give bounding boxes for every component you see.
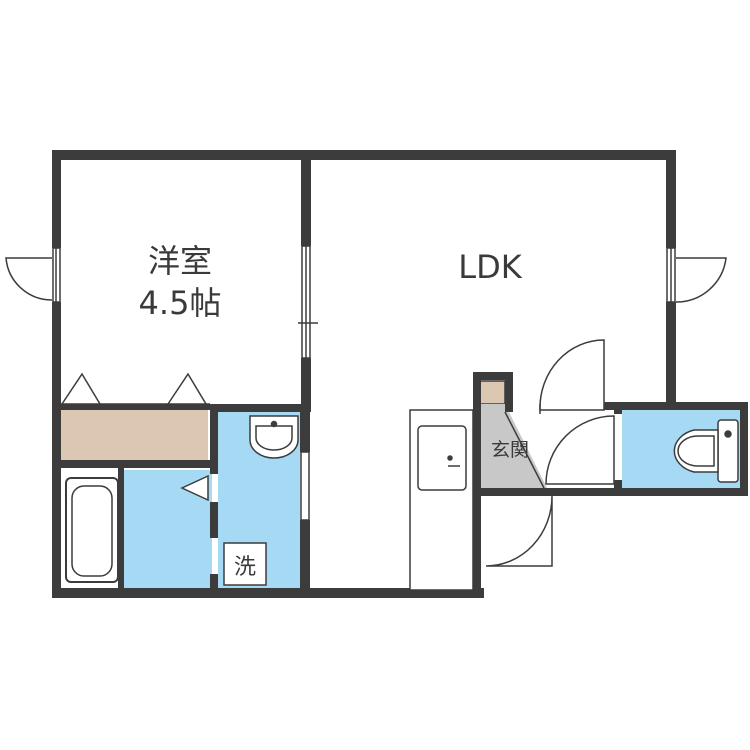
windows bbox=[52, 247, 676, 303]
toilet bbox=[673, 419, 739, 483]
washer-box bbox=[223, 542, 267, 586]
bathtub-inner bbox=[71, 485, 113, 577]
western-room-name: 洋室 bbox=[148, 242, 212, 280]
ldk-label: LDK bbox=[458, 248, 522, 286]
washer-label: 洗 bbox=[234, 555, 256, 580]
sliding-door bbox=[298, 245, 318, 359]
genkan-floor bbox=[480, 404, 548, 490]
ldk-door bbox=[539, 339, 605, 414]
wash-sliding-door bbox=[300, 451, 310, 521]
closet-storage bbox=[60, 410, 208, 460]
genkan-label: 玄関 bbox=[491, 439, 529, 461]
closet-doors bbox=[60, 372, 210, 405]
genkan-step bbox=[504, 411, 545, 489]
washbasin bbox=[249, 415, 299, 459]
shoe-cabinet bbox=[479, 380, 506, 405]
window-swings bbox=[5, 257, 727, 303]
front-door bbox=[485, 495, 553, 567]
kitchen-counter bbox=[409, 409, 474, 591]
western-room-size: 4.5帖 bbox=[139, 284, 222, 322]
walls bbox=[52, 150, 748, 598]
bath-door bbox=[180, 474, 209, 502]
toilet-door bbox=[545, 415, 615, 485]
